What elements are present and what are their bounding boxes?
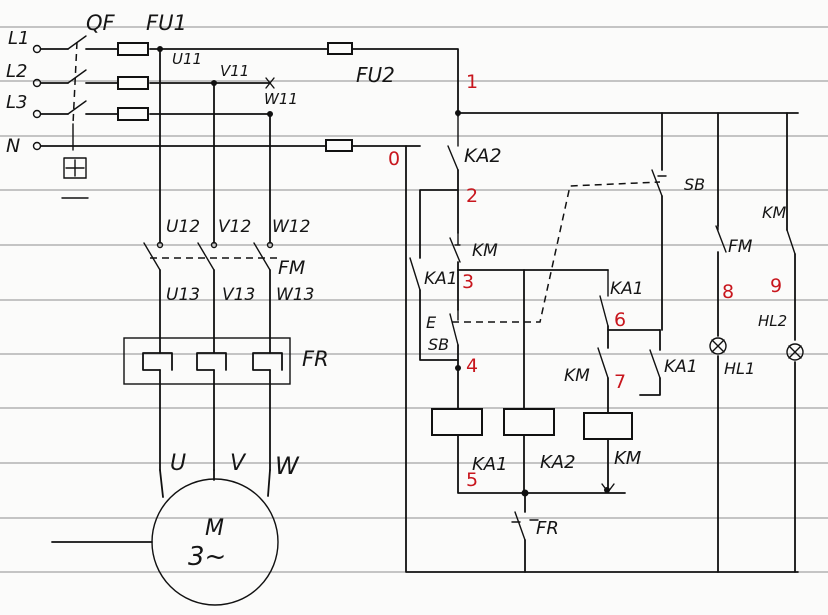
fuses-fu1: FU1 bbox=[117, 11, 187, 121]
line-l1-label: L1 bbox=[8, 28, 29, 49]
wire-numbers: 0 1 2 3 4 5 6 7 8 9 bbox=[388, 71, 782, 491]
supply-terminals: L1 L2 L3 N bbox=[6, 28, 42, 157]
wire-number-2: 2 bbox=[466, 185, 478, 207]
node-w11-label: W11 bbox=[264, 90, 298, 108]
breaker-label: QF bbox=[86, 11, 116, 35]
wire-number-3: 3 bbox=[462, 271, 474, 293]
node-v12-label: V12 bbox=[218, 217, 251, 237]
e-mark-label: E bbox=[426, 313, 437, 332]
wire-number-8: 8 bbox=[722, 281, 734, 303]
supply-wiring bbox=[40, 48, 799, 244]
fuse-fu2-label: FU2 bbox=[356, 63, 395, 87]
node-v11-label: V11 bbox=[220, 62, 249, 80]
node-u12-label: U12 bbox=[166, 217, 200, 237]
line-n-label: N bbox=[6, 135, 20, 157]
line-l2-label: L2 bbox=[6, 61, 27, 82]
control-wiring bbox=[405, 112, 799, 573]
contact-ka2-label: KA2 bbox=[464, 145, 502, 167]
wire-number-9: 9 bbox=[770, 275, 782, 297]
motor-name-label: M bbox=[205, 516, 224, 541]
contact-km-series-label: KM bbox=[472, 241, 498, 261]
breaker-qf: QF bbox=[61, 11, 116, 199]
coil-ka2-label: KA2 bbox=[540, 452, 576, 473]
indicator-lamps bbox=[709, 337, 804, 361]
lamp-hl2-label: HL2 bbox=[758, 312, 787, 330]
contact-ka1-right-label: KA1 bbox=[610, 279, 644, 299]
contact-km-lamp-label: KM bbox=[762, 203, 786, 222]
line-l3-label: L3 bbox=[6, 92, 27, 113]
contact-ka1-hold-label: KA1 bbox=[424, 269, 458, 289]
motor-u-label: U bbox=[170, 451, 186, 476]
wire-number-4: 4 bbox=[466, 355, 478, 377]
node-w13-label: W13 bbox=[276, 285, 314, 305]
motor-v-label: V bbox=[230, 451, 247, 476]
main-contactor-fm: U12 V12 W12 FM U13 V13 W13 bbox=[143, 217, 314, 354]
fuse-fu1-label: FU1 bbox=[146, 11, 187, 35]
sb-stop-label: SB bbox=[428, 335, 449, 354]
sb-start-label: SB bbox=[684, 175, 705, 194]
node-u11-label: U11 bbox=[172, 50, 202, 68]
lamp-hl1-label: HL1 bbox=[724, 359, 755, 378]
contactor-fm-label: FM bbox=[278, 257, 305, 279]
motor: U V W M 3~ bbox=[51, 451, 300, 606]
contact-ka1-lamp-label: KA1 bbox=[664, 357, 698, 377]
coils bbox=[431, 408, 633, 573]
wire-number-1: 1 bbox=[466, 71, 478, 93]
node-v13-label: V13 bbox=[222, 285, 255, 305]
wire-number-5: 5 bbox=[466, 469, 478, 491]
coil-km-label: KM bbox=[614, 448, 642, 469]
wire-number-0: 0 bbox=[388, 148, 400, 170]
motor-w-label: W bbox=[275, 452, 300, 480]
node-w12-label: W12 bbox=[272, 217, 310, 237]
fuses-fu2: FU2 bbox=[325, 42, 395, 152]
node-u13-label: U13 bbox=[166, 285, 200, 305]
motor-phase-label: 3~ bbox=[188, 542, 226, 572]
thermal-relay-fr: FR bbox=[123, 337, 329, 471]
fr-contact-label: FR bbox=[536, 518, 559, 539]
contact-km-aux-label: KM bbox=[564, 366, 590, 386]
wire-number-7: 7 bbox=[614, 371, 626, 393]
sb-mechanical-link bbox=[452, 181, 661, 323]
coil-ka1-label: KA1 bbox=[472, 454, 508, 475]
wire-number-6: 6 bbox=[614, 309, 626, 331]
contact-fm-lamp-label: FM bbox=[728, 237, 753, 257]
junctions bbox=[157, 46, 610, 497]
thermal-relay-label: FR bbox=[302, 347, 329, 371]
